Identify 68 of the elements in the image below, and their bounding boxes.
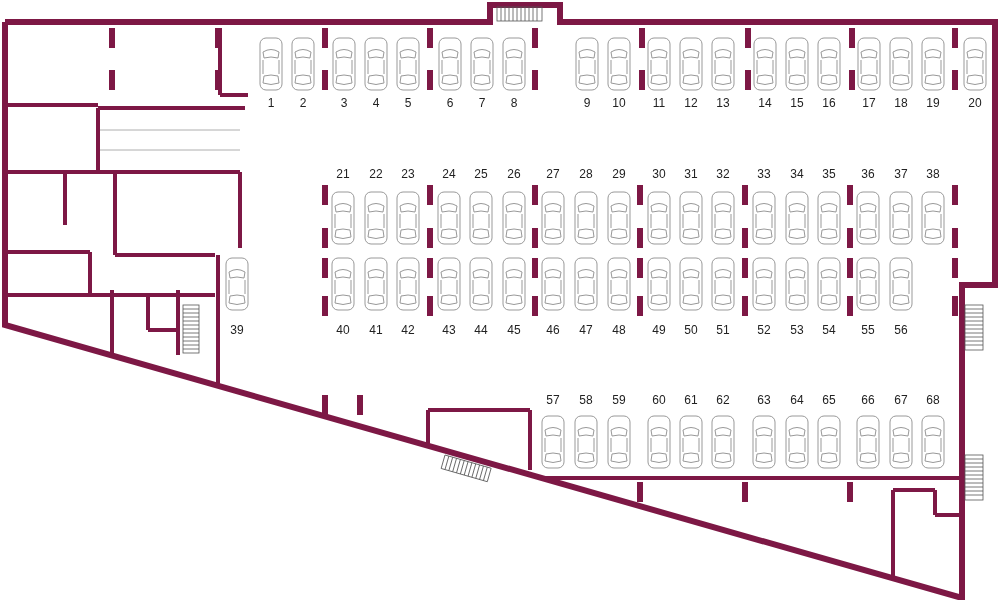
spot-number: 30 — [652, 167, 666, 181]
spot-number: 27 — [546, 167, 560, 181]
spot-number: 36 — [861, 167, 875, 181]
spot-number: 18 — [894, 96, 908, 110]
spot-number: 10 — [612, 96, 626, 110]
spot-number: 14 — [758, 96, 772, 110]
spot-number: 41 — [369, 323, 383, 337]
spot-number: 49 — [652, 323, 666, 337]
spot-number: 12 — [684, 96, 698, 110]
spot-number: 32 — [716, 167, 730, 181]
spot-number: 20 — [968, 96, 982, 110]
spot-number: 58 — [579, 393, 593, 407]
spot-number: 29 — [612, 167, 626, 181]
spot-number: 26 — [507, 167, 521, 181]
spot-number: 8 — [510, 96, 518, 110]
spot-number: 46 — [546, 323, 560, 337]
spot-number: 4 — [372, 96, 380, 110]
spot-number: 15 — [790, 96, 804, 110]
spot-number: 22 — [369, 167, 383, 181]
spot-number: 13 — [716, 96, 730, 110]
spot-number: 43 — [442, 323, 456, 337]
spot-number: 64 — [790, 393, 804, 407]
spot-number: 51 — [716, 323, 730, 337]
spot-number: 34 — [790, 167, 804, 181]
spot-number: 54 — [822, 323, 836, 337]
spot-number: 23 — [401, 167, 415, 181]
spot-number: 40 — [336, 323, 350, 337]
spot-number: 63 — [757, 393, 771, 407]
spot-number: 57 — [546, 393, 560, 407]
spot-number: 56 — [894, 323, 908, 337]
spot-number: 44 — [474, 323, 488, 337]
spot-number: 33 — [757, 167, 771, 181]
spot-number: 35 — [822, 167, 836, 181]
spot-number: 31 — [684, 167, 698, 181]
spot-number: 53 — [790, 323, 804, 337]
spot-number: 3 — [340, 96, 348, 110]
spot-number: 28 — [579, 167, 593, 181]
spot-number: 45 — [507, 323, 521, 337]
spot-number: 11 — [652, 96, 666, 110]
spot-number: 9 — [583, 96, 591, 110]
spot-number: 59 — [612, 393, 626, 407]
spot-number: 7 — [478, 96, 486, 110]
spot-number: 6 — [446, 96, 454, 110]
spot-number: 47 — [579, 323, 593, 337]
spot-number: 50 — [684, 323, 698, 337]
spot-number: 55 — [861, 323, 875, 337]
spot-number: 68 — [926, 393, 940, 407]
spot-number: 67 — [894, 393, 908, 407]
spot-number: 66 — [861, 393, 875, 407]
spot-number: 1 — [267, 96, 275, 110]
spot-number: 5 — [404, 96, 412, 110]
spot-number: 39 — [230, 323, 244, 337]
spot-number: 60 — [652, 393, 666, 407]
spot-number: 42 — [401, 323, 415, 337]
spot-number: 37 — [894, 167, 908, 181]
spot-number: 62 — [716, 393, 730, 407]
spot-number: 65 — [822, 393, 836, 407]
spot-number: 19 — [926, 96, 940, 110]
spot-number: 38 — [926, 167, 940, 181]
spot-number: 48 — [612, 323, 626, 337]
spot-number: 2 — [299, 96, 307, 110]
spot-number: 21 — [336, 167, 350, 181]
spot-number: 24 — [442, 167, 456, 181]
spot-number: 17 — [862, 96, 876, 110]
spot-number: 25 — [474, 167, 488, 181]
spot-number: 61 — [684, 393, 698, 407]
spot-number: 52 — [757, 323, 771, 337]
spot-number: 16 — [822, 96, 836, 110]
